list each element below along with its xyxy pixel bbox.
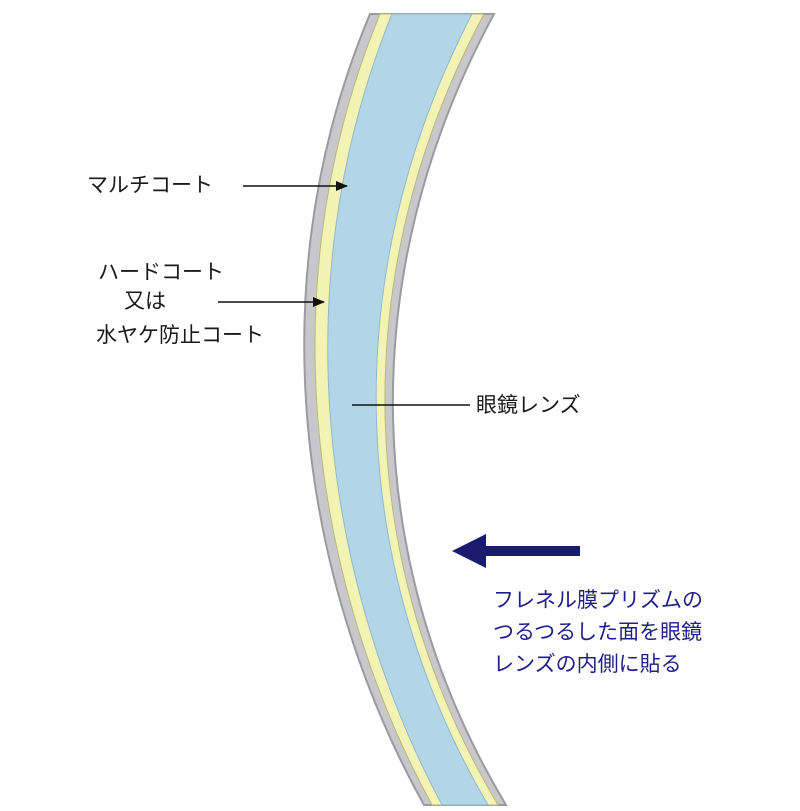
- lens-cross-section: [303, 13, 508, 806]
- note-line-3: レンズの内側に貼る: [493, 652, 682, 676]
- multi-coat-label: マルチコート: [87, 173, 213, 197]
- note-line-1: フレネル膜プリズムの: [493, 588, 703, 612]
- hard-coat-label-line1: ハードコート: [98, 260, 224, 284]
- lens-label: 眼鏡レンズ: [476, 393, 581, 417]
- apply-direction-arrow: [452, 534, 580, 568]
- hard-coat-label-line2: 又は: [124, 289, 166, 313]
- hard-coat-label-line3: 水ヤケ防止コート: [96, 323, 264, 347]
- note-line-2: つるつるした面を眼鏡: [493, 620, 702, 644]
- lens-body: [327, 13, 489, 806]
